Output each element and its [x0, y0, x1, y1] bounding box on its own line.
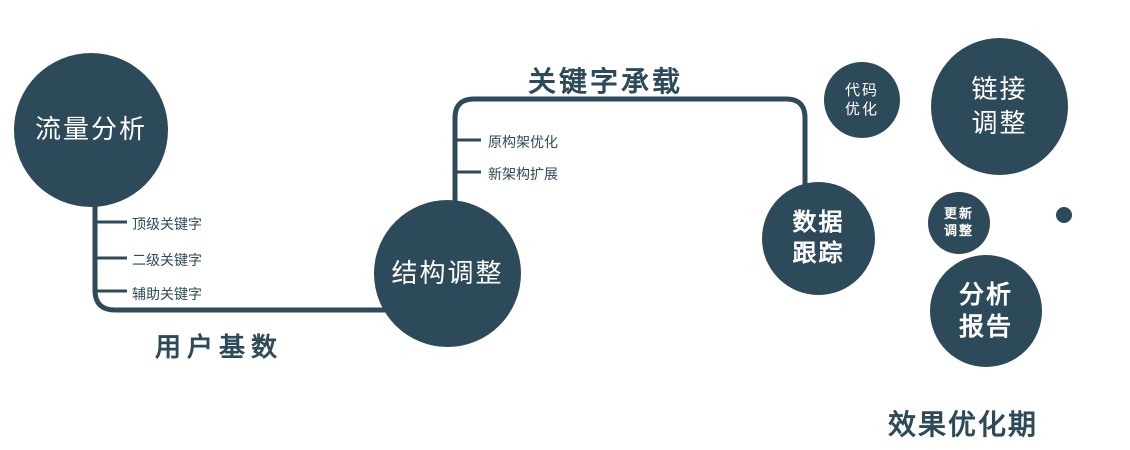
node-update-adjustment: 更新 调整	[928, 192, 990, 254]
node-link-adjustment-line1: 链接	[971, 74, 1028, 105]
node-data-tracking: 数据 跟踪	[762, 182, 875, 295]
node-code-optimization-line1: 代码	[844, 81, 879, 99]
node-analysis-report-line1: 分析	[958, 281, 1013, 309]
branch-label-arch-expand: 新架构扩展	[488, 166, 558, 182]
branch-label-second-keyword: 二级关键字	[132, 252, 202, 268]
node-code-optimization-line2: 优化	[844, 101, 879, 118]
connector-structure-to-tracking	[452, 96, 808, 205]
node-structure-adjustment: 结构调整	[374, 200, 521, 347]
footer-phase-label: 效果优化期	[888, 409, 1039, 440]
node-update-adjustment-line1: 更新	[943, 206, 974, 222]
edge-label-user-base: 用户基数	[155, 332, 284, 362]
node-analysis-report-line2: 报告	[958, 313, 1013, 341]
node-link-adjustment-line2: 调整	[971, 107, 1028, 138]
node-link-adjustment: 链接 调整	[931, 38, 1068, 175]
dot-marker	[1056, 207, 1072, 223]
node-structure-adjustment-label: 结构调整	[391, 257, 504, 288]
node-traffic-analysis: 流量分析	[14, 53, 168, 207]
edge-label-keyword-carrying: 关键字承载	[528, 66, 684, 97]
node-data-tracking-line1: 数据	[792, 208, 845, 236]
node-traffic-analysis-label: 流量分析	[34, 114, 147, 145]
node-code-optimization: 代码 优化	[824, 62, 900, 138]
branch-label-aux-keyword: 辅助关键字	[132, 286, 202, 302]
node-update-adjustment-line2: 调整	[943, 223, 974, 238]
branch-label-top-keyword: 顶级关键字	[132, 216, 202, 232]
node-analysis-report: 分析 报告	[930, 255, 1042, 367]
branch-label-arch-optimize: 原构架优化	[488, 134, 558, 150]
node-data-tracking-line2: 跟踪	[792, 239, 845, 267]
